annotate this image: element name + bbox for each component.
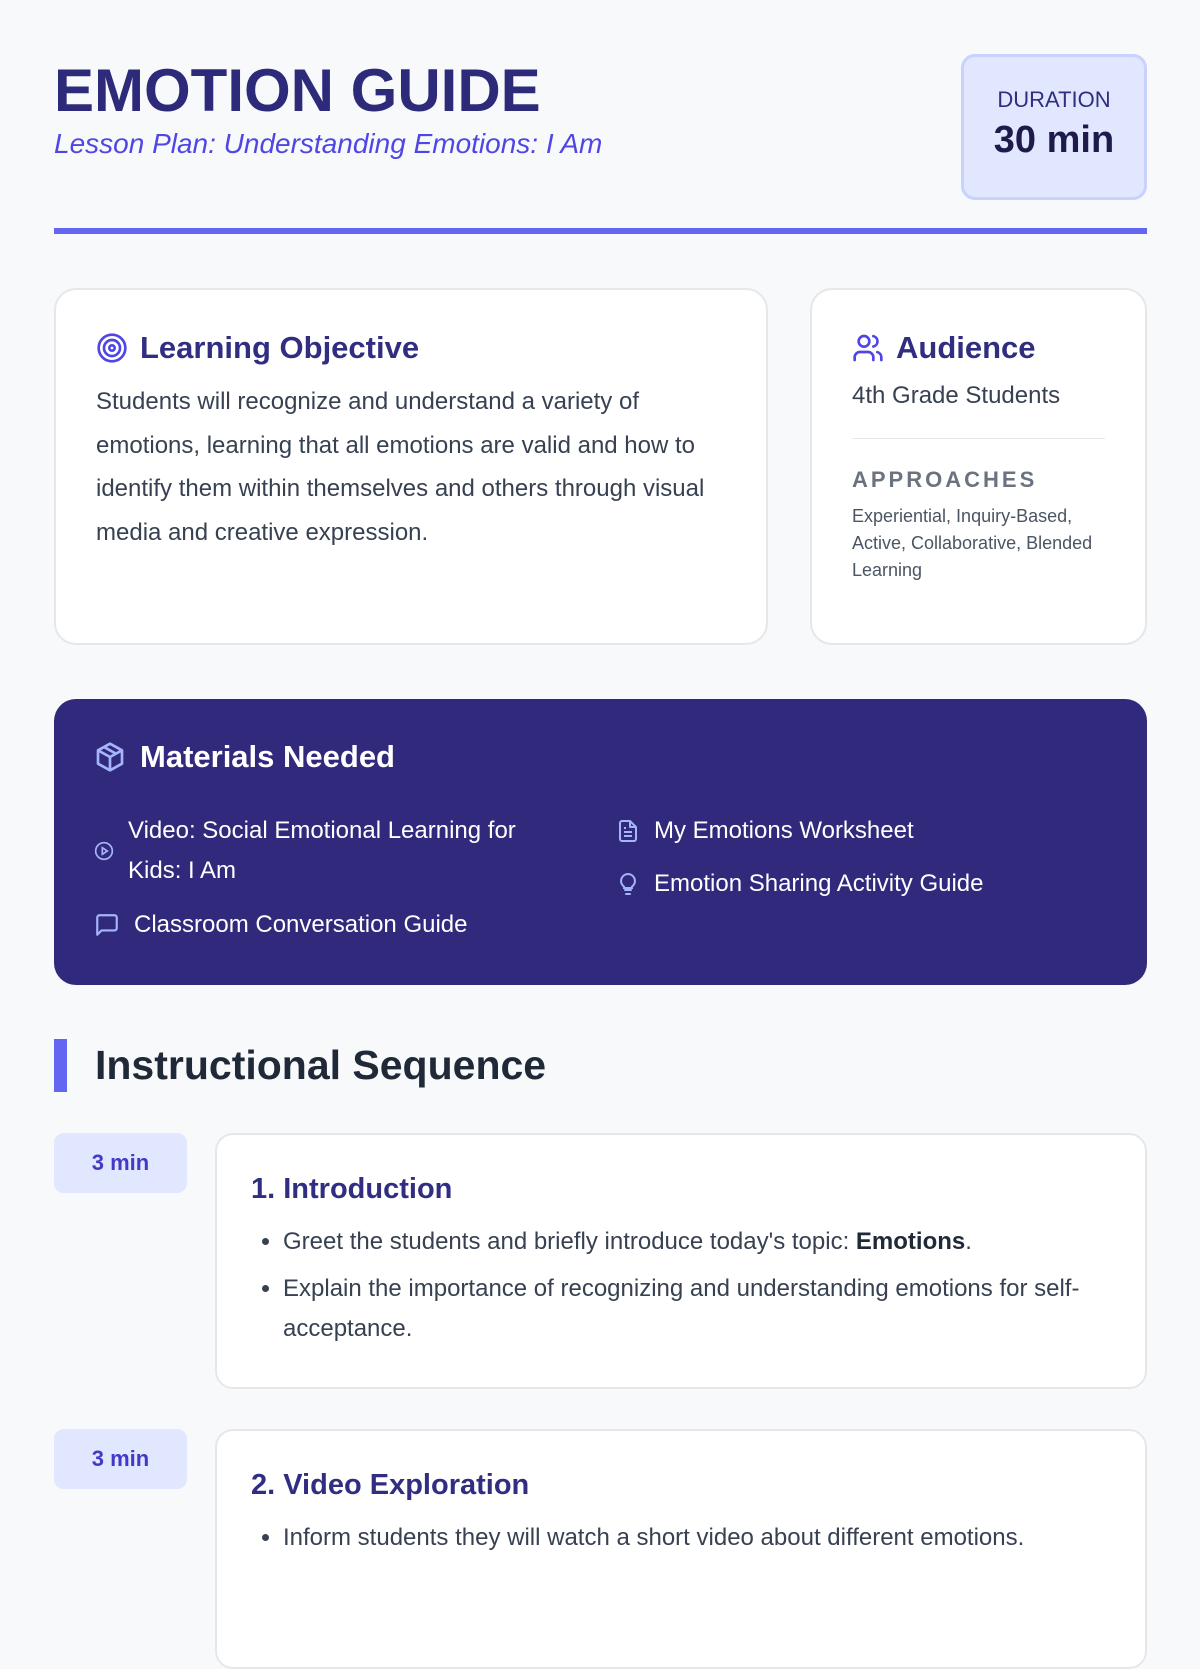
- message-square-icon: [94, 912, 120, 938]
- material-item: Classroom Conversation Guide: [94, 905, 467, 945]
- material-item: Emotion Sharing Activity Guide: [616, 864, 984, 904]
- approaches-value: Experiential, Inquiry-Based, Active, Col…: [852, 506, 1093, 580]
- material-item: My Emotions Worksheet: [616, 811, 914, 851]
- page-subtitle: Lesson Plan: Understanding Emotions: I A…: [54, 128, 603, 159]
- audience-heading: Audience: [896, 330, 1036, 365]
- section-heading: Instructional Sequence: [54, 1039, 546, 1092]
- step-bullet: Explain the importance of recognizing an…: [283, 1269, 1111, 1349]
- lightbulb-icon: [616, 871, 640, 897]
- step-card: 2. Video Exploration Inform students the…: [215, 1429, 1147, 1669]
- step-card: 1. Introduction Greet the students and b…: [215, 1133, 1147, 1389]
- material-label: Emotion Sharing Activity Guide: [654, 870, 984, 897]
- duration-label: DURATION: [997, 87, 1111, 112]
- material-label: Video: Social Emotional Learning for Kid…: [128, 817, 516, 884]
- file-text-icon: [616, 818, 640, 844]
- materials-card: Materials Needed Video: Social Emotional…: [54, 699, 1147, 985]
- step-time-badge: 3 min: [54, 1133, 187, 1193]
- target-icon: [96, 332, 128, 364]
- approaches-label: APPROACHES: [852, 467, 1038, 492]
- page-title: EMOTION GUIDE: [54, 57, 541, 124]
- audience-card: Audience 4th Grade Students APPROACHES E…: [810, 288, 1147, 645]
- page-header: EMOTION GUIDE Lesson Plan: Understanding…: [54, 50, 1147, 234]
- play-circle-icon: [94, 841, 114, 861]
- objective-text: Students will recognize and understand a…: [96, 388, 705, 546]
- materials-heading: Materials Needed: [140, 739, 395, 774]
- step-bullet: Greet the students and briefly introduce…: [283, 1222, 1111, 1262]
- step-title: 1. Introduction: [251, 1173, 453, 1205]
- duration-value: 30 min: [993, 119, 1115, 161]
- material-label: My Emotions Worksheet: [654, 817, 914, 844]
- bullet-text: .: [965, 1228, 972, 1255]
- package-icon: [94, 741, 126, 773]
- step-time-badge: 3 min: [54, 1429, 187, 1489]
- duration-box: DURATION 30 min: [961, 54, 1147, 200]
- learning-objective-card: Learning Objective Students will recogni…: [54, 288, 768, 645]
- objective-heading: Learning Objective: [140, 330, 420, 365]
- users-icon: [852, 332, 884, 364]
- audience-grade: 4th Grade Students: [852, 382, 1105, 439]
- step-bullet: Inform students they will watch a short …: [283, 1518, 1031, 1558]
- bullet-text: Greet the students and briefly introduce…: [283, 1228, 856, 1255]
- bullet-bold: Emotions: [855, 1228, 966, 1255]
- material-item: Video: Social Emotional Learning for Kid…: [94, 811, 574, 891]
- step-title: 2. Video Exploration: [251, 1469, 530, 1501]
- material-label: Classroom Conversation Guide: [134, 911, 468, 938]
